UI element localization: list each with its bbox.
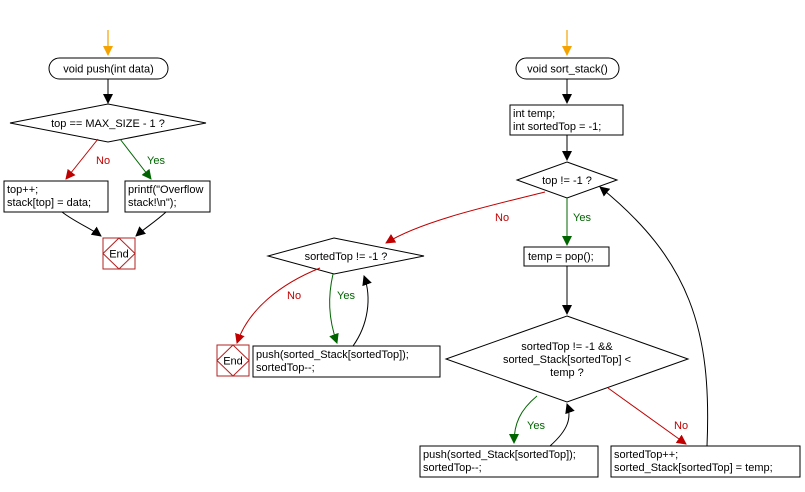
sort-edge-final-yes (329, 273, 339, 344)
sort-inner-no-action-line-1: sortedTop++; (614, 449, 678, 461)
sort-end-diamond (216, 344, 250, 377)
sort-flowchart: void sort_stack() int temp; int sortedTo… (216, 30, 801, 478)
sort-edge-final-no (235, 267, 321, 344)
sort-final-no-label: No (287, 290, 301, 302)
push-yes-action-node (124, 180, 211, 213)
sort-pop-label: temp = pop(); (528, 251, 594, 263)
sort-edge-loop-back (599, 186, 709, 447)
push-flowchart: void push(int data) top == MAX_SIZE - 1 … (3, 30, 211, 270)
sort-inner-condition-line-2: sorted_Stack[sortedTop] < (503, 354, 631, 366)
sort-declarations-line-2: int sortedTop = -1; (513, 121, 601, 133)
push-no-action-line-2: stack[top] = data; (7, 197, 91, 209)
push-edge-no-end (61, 211, 102, 237)
sort-inner-no-action-node (610, 445, 801, 478)
push-edge-yes (119, 138, 152, 180)
push-condition-node (9, 103, 207, 143)
sort-inner-yes-action-line-1: push(sorted_Stack[sortedTop]); (423, 449, 576, 461)
push-edge-no (65, 138, 99, 180)
push-yes-action-line-1: printf("Overflow (128, 184, 203, 196)
sort-edge-final-yes-back (352, 275, 372, 347)
sort-loop-no-label: No (495, 212, 509, 224)
sort-final-condition-node (266, 237, 425, 275)
sort-loop-condition-label: top != -1 ? (542, 175, 592, 187)
sort-inner-condition-line-3: temp ? (550, 367, 584, 379)
sort-loop-yes-label: Yes (573, 212, 591, 224)
push-condition-label: top == MAX_SIZE - 1 ? (51, 118, 165, 130)
sort-edge-loop-no (385, 191, 546, 244)
sort-inner-no-label: No (674, 420, 688, 432)
sort-edge-inner-yes-back (549, 403, 575, 447)
push-yes-action-line-2: stack!\n"); (128, 197, 177, 209)
sort-final-condition-label: sortedTop != -1 ? (305, 251, 388, 263)
sort-edge-inner-yes (509, 395, 538, 444)
push-end-diamond (102, 237, 136, 270)
sort-final-yes-action-line-1: push(sorted_Stack[sortedTop]); (256, 349, 409, 361)
push-yes-label: Yes (147, 155, 165, 167)
sort-inner-yes-label: Yes (527, 420, 545, 432)
sort-inner-yes-action-node (419, 445, 599, 478)
sort-final-yes-action-line-2: sortedTop--; (256, 362, 315, 374)
sort-end-label: End (223, 356, 243, 368)
sort-final-yes-action-node (252, 345, 441, 378)
push-no-label: No (96, 155, 110, 167)
sort-edge-inner-no (607, 387, 687, 445)
sort-inner-yes-action-line-2: sortedTop--; (423, 462, 482, 474)
push-no-action-line-1: top++; (7, 184, 38, 196)
sort-declarations-line-1: int temp; (513, 108, 555, 120)
sort-inner-no-action-line-2: sorted_Stack[sortedTop] = temp; (614, 462, 773, 474)
push-start-label: void push(int data) (63, 64, 154, 76)
push-edge-yes-end (135, 211, 167, 237)
sort-inner-condition-node (444, 315, 690, 403)
push-end-label: End (109, 249, 129, 261)
sort-final-yes-label: Yes (337, 290, 355, 302)
push-no-action-node (3, 180, 109, 213)
sort-inner-condition-line-1: sortedTop != -1 && (521, 341, 613, 353)
sort-start-label: void sort_stack() (527, 64, 608, 76)
